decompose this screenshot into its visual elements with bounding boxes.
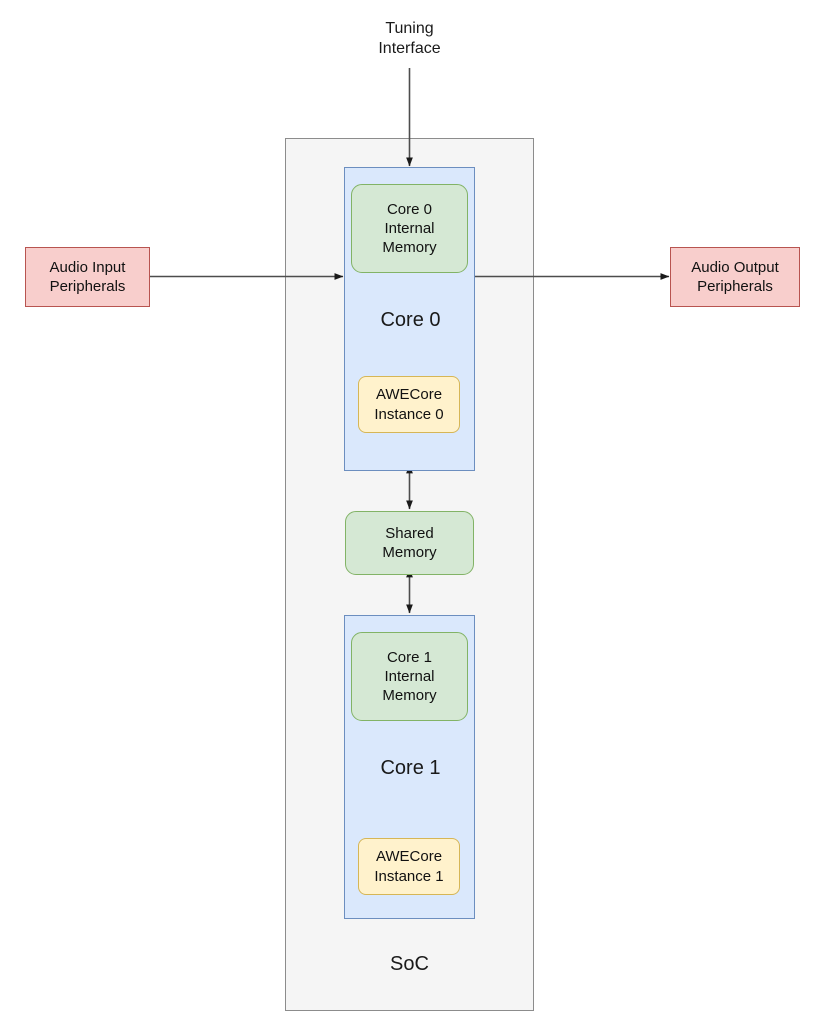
audio-input-peripherals-block[interactable]: Audio Input Peripherals — [25, 247, 150, 307]
core0-internal-memory-block[interactable]: Core 0 Internal Memory — [351, 184, 468, 273]
awecore-instance-1-block[interactable]: AWECore Instance 1 — [358, 838, 460, 895]
core0-title: Core 0 — [380, 309, 441, 331]
shared-memory-block[interactable]: Shared Memory — [345, 511, 474, 575]
audio-output-peripherals-block[interactable]: Audio Output Peripherals — [670, 247, 800, 307]
core1-internal-memory-block[interactable]: Core 1 Internal Memory — [351, 632, 468, 721]
core1-title: Core 1 — [380, 757, 441, 779]
awecore-instance-0-block[interactable]: AWECore Instance 0 — [358, 376, 460, 433]
tuning-interface-label: Tuning Interface — [378, 19, 441, 57]
soc-label: SoC — [390, 953, 429, 976]
